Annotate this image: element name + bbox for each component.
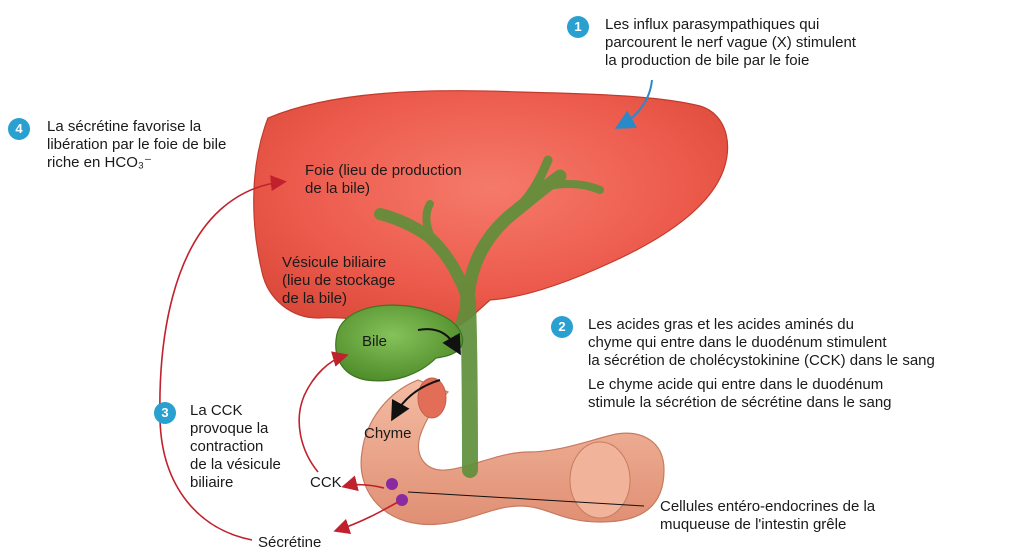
duodenum-opening (417, 377, 447, 419)
liver-label: Foie (lieu de production de la bile) (305, 162, 462, 197)
cells-pointer-line (407, 491, 645, 507)
step-1-text: Les influx parasympathiques qui parcoure… (605, 16, 856, 69)
step-4-badge: 4 (8, 118, 30, 140)
step-2-badge: 2 (551, 316, 573, 338)
secretin-label: Sécrétine (258, 534, 322, 551)
chyme-label: Chyme (364, 425, 412, 442)
gallbladder-label: Vésicule biliaire (lieu de stockage de l… (282, 254, 396, 307)
secretin-arrow (333, 501, 399, 535)
step-4-text: La sécrétine favorise la libération par … (47, 118, 227, 171)
chyme-flow-arrow (391, 379, 441, 422)
cck-arrow (341, 475, 385, 492)
liver-shape (253, 90, 729, 335)
cck-to-gallbladder-arrow (298, 351, 349, 473)
step-1-badge: 1 (567, 16, 589, 38)
cck-label: CCK (310, 474, 342, 491)
enteroendocrine-cell-1 (386, 478, 398, 490)
secretin-to-liver-arrow (159, 175, 287, 541)
intestine-end (569, 441, 631, 519)
bile-flow-arrow (417, 328, 461, 356)
step-2-text: Les acides gras et les acides aminés du … (588, 316, 935, 411)
gallbladder-shape (335, 304, 464, 382)
enteroendocrine-cell-2 (396, 494, 408, 506)
vagus-nerve-arrow (614, 79, 653, 129)
bile-duct (374, 155, 604, 478)
bile-label: Bile (362, 333, 388, 350)
step-3-badge: 3 (154, 402, 176, 424)
step-3-text: La CCK provoque la contraction de la vés… (190, 402, 281, 491)
cells-label: Cellules entéro-endocrines de la muqueus… (660, 498, 876, 533)
